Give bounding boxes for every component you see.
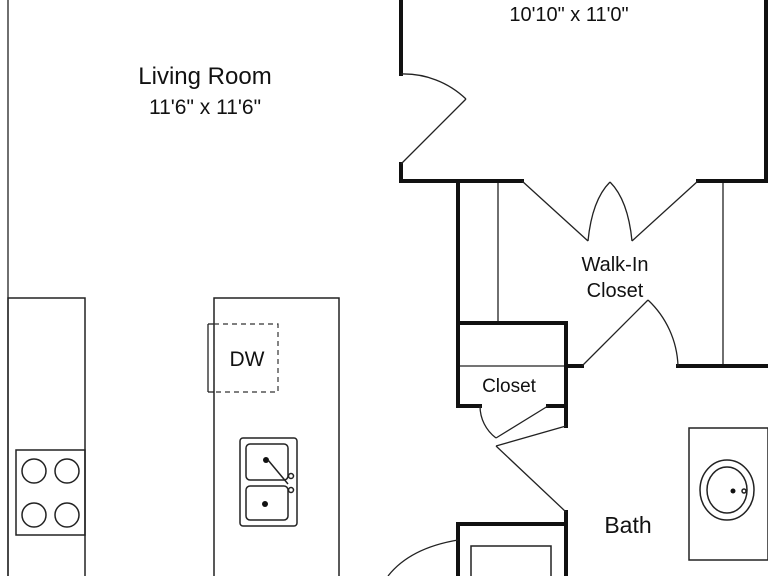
walk-in-closet-label-line1: Walk-In xyxy=(581,254,648,276)
bath-door-leaf xyxy=(495,445,567,513)
bath-door-jamb xyxy=(495,425,567,447)
burner-icon xyxy=(54,502,80,528)
bath-sink-outer xyxy=(699,459,755,521)
kitchen: DW xyxy=(7,0,340,576)
bedroom-dimensions: 10'10" x 11'0" xyxy=(509,4,628,26)
closet-door-leaf xyxy=(495,405,549,439)
drain-icon xyxy=(263,457,269,463)
faucet-handle-icon xyxy=(287,486,295,494)
kitchen-island xyxy=(213,297,340,576)
bath-sink-inner xyxy=(706,466,748,514)
room-labels: 10'10" x 11'0" Living Room 11'6" x 11'6"… xyxy=(138,4,651,538)
walkin-door-left-leaf xyxy=(521,180,589,242)
stove xyxy=(15,449,86,536)
sink-basin-outer xyxy=(239,437,298,527)
doors xyxy=(387,73,699,576)
closet-label: Closet xyxy=(482,376,537,397)
bedroom-door-leaf xyxy=(400,98,467,165)
walls xyxy=(399,0,768,576)
living-room-name: Living Room xyxy=(138,63,271,90)
drain-icon xyxy=(730,488,736,494)
bath-vanity xyxy=(688,427,768,561)
bath-lower-door-swing xyxy=(387,539,459,576)
walkin-lower-door-leaf xyxy=(581,299,649,367)
bath-fixtures xyxy=(470,427,768,576)
faucet-icon xyxy=(741,488,747,494)
walkin-door-right-swing xyxy=(609,181,633,242)
sink-basin-bottom xyxy=(245,485,289,521)
faucet-handle-icon xyxy=(287,472,295,480)
bath-label: Bath xyxy=(604,512,651,538)
burner-icon xyxy=(54,458,80,484)
dishwasher-label: DW xyxy=(230,348,265,371)
closet-door-swing xyxy=(479,405,497,439)
stove-top xyxy=(15,449,86,536)
burner-icon xyxy=(21,502,47,528)
walkin-lower-door-swing xyxy=(647,299,679,367)
sink-basin-top xyxy=(245,443,289,481)
walkin-door-left-swing xyxy=(587,181,611,242)
burner-icon xyxy=(21,458,47,484)
kitchen-sink xyxy=(239,437,298,527)
drain-icon xyxy=(262,501,268,507)
walk-in-closet-label-line2: Closet xyxy=(587,280,644,302)
walkin-door-right-leaf xyxy=(631,180,699,242)
bath-tub xyxy=(470,545,552,576)
faucet-icon xyxy=(267,459,289,485)
bedroom-door-swing xyxy=(400,73,467,100)
living-room-dimensions: 11'6" x 11'6" xyxy=(149,96,261,119)
dishwasher-outline xyxy=(213,323,279,393)
closet-shelving xyxy=(460,183,724,367)
